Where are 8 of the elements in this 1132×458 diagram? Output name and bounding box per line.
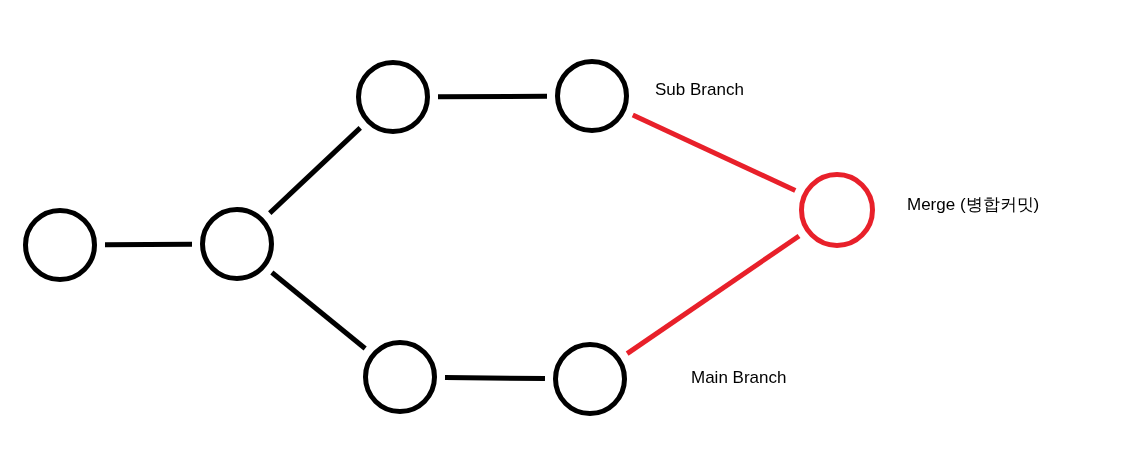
connector-line (438, 93, 547, 100)
branch-label: Main Branch (691, 367, 787, 389)
connector-line (444, 374, 546, 382)
connector-line (625, 233, 801, 356)
connector-line (105, 241, 192, 248)
node-caption: Merge (병합커밋) (907, 194, 1040, 216)
branch-label: Sub Branch (655, 79, 744, 101)
connector-line (631, 112, 797, 193)
